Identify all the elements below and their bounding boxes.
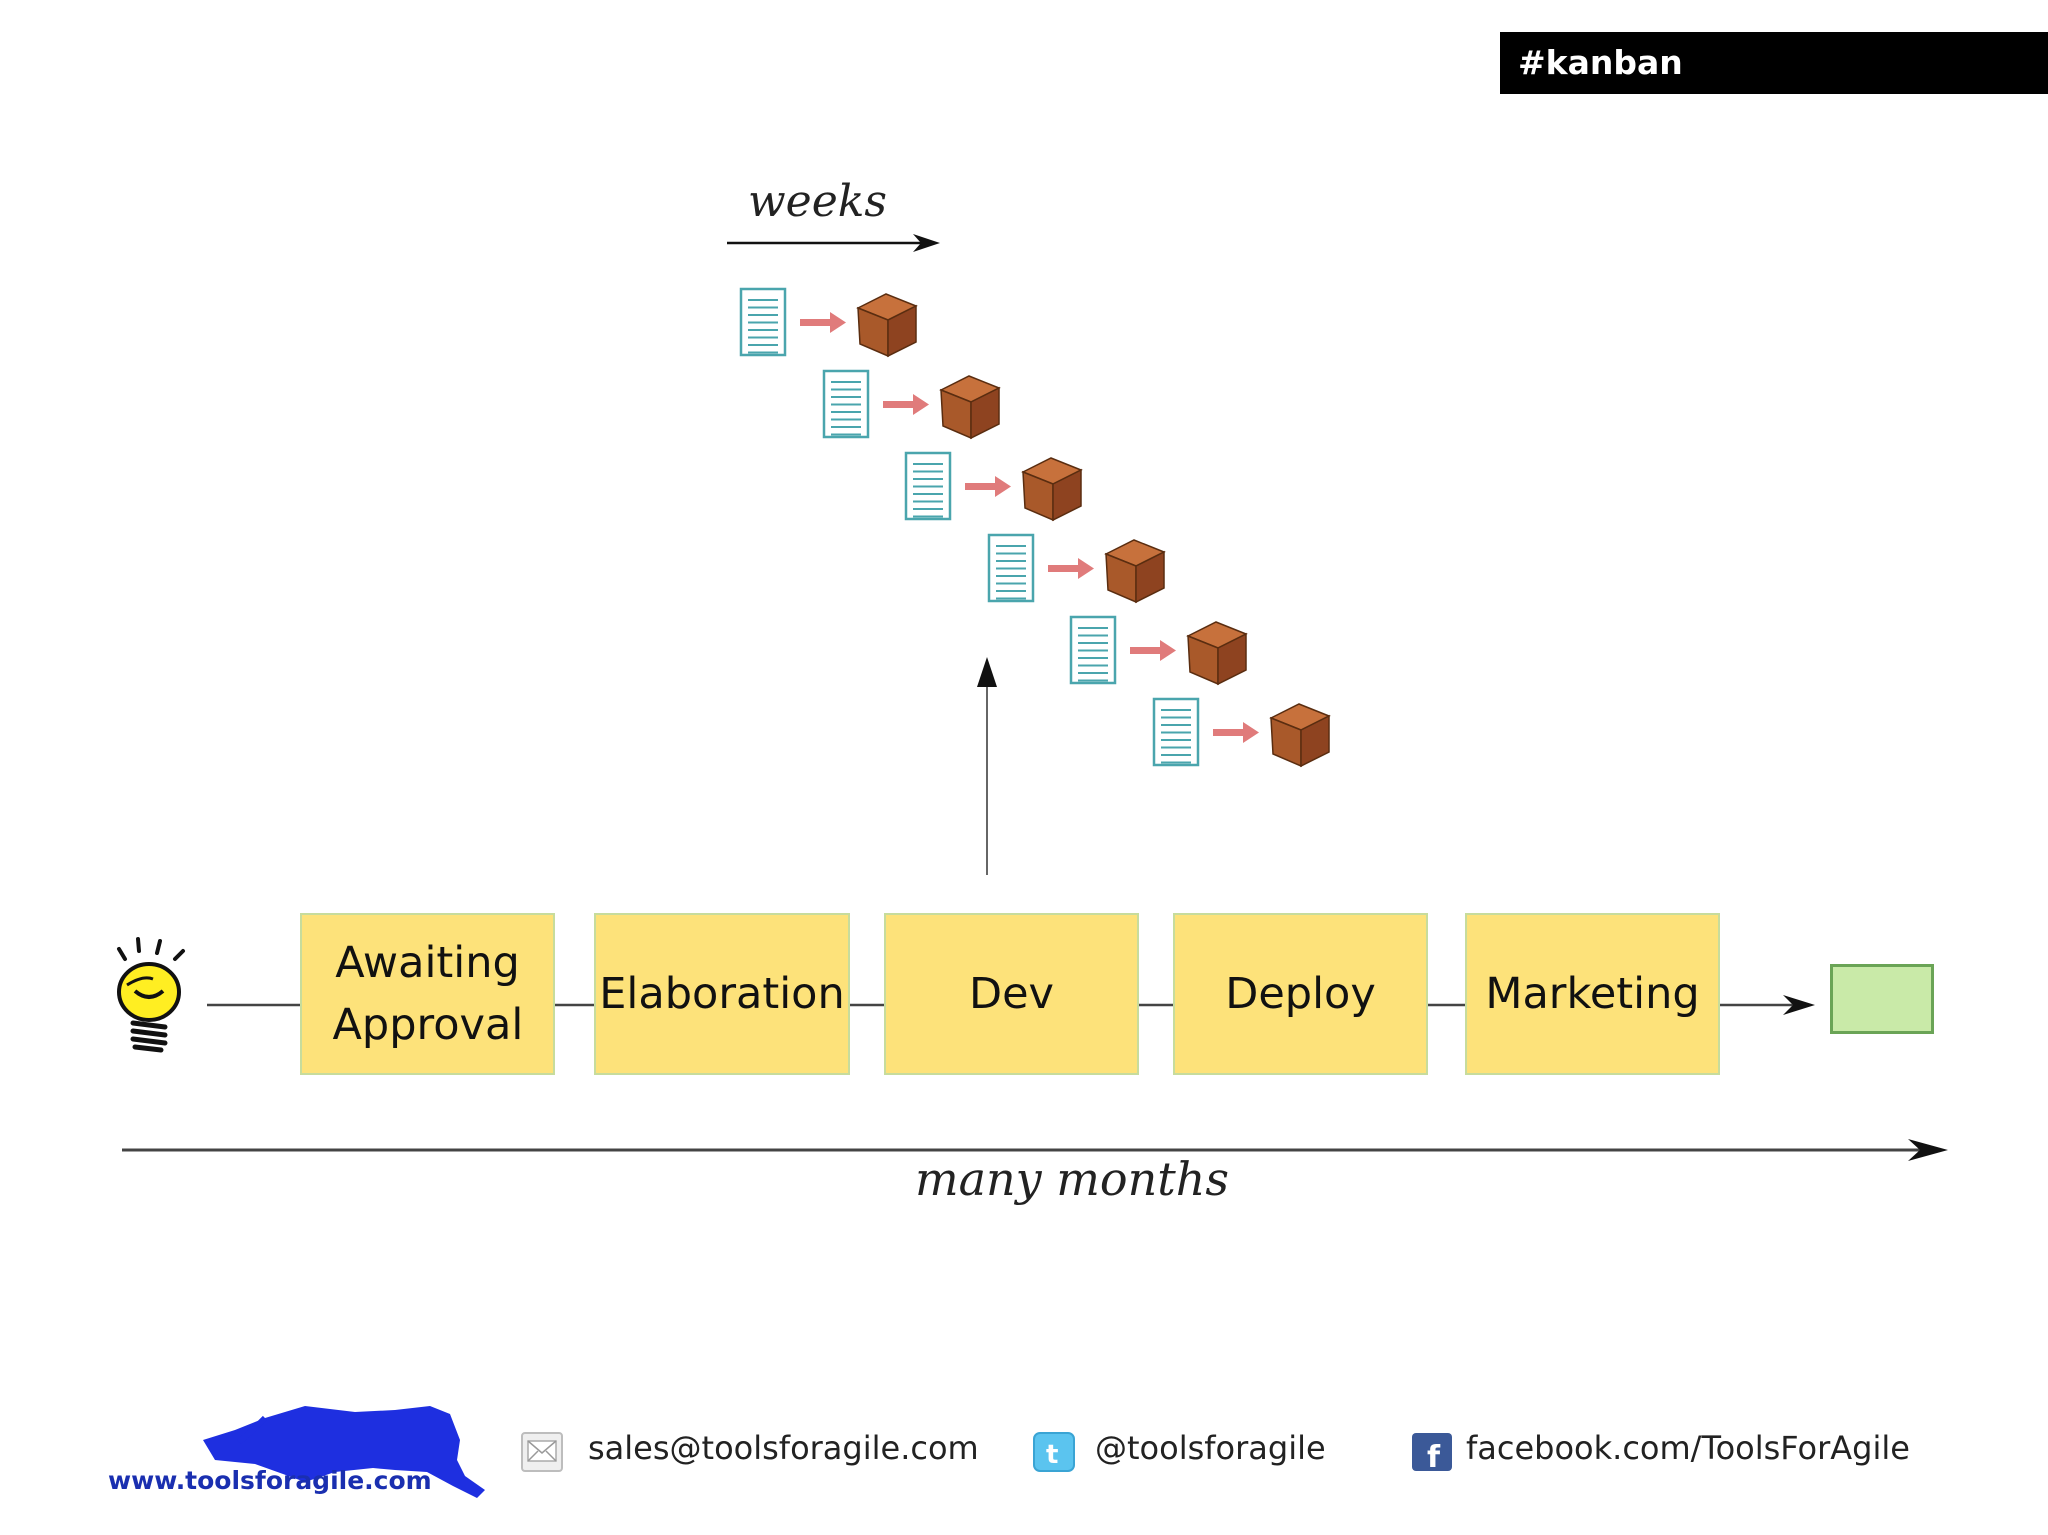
iteration-row bbox=[987, 533, 1166, 604]
iteration-row bbox=[1152, 697, 1331, 768]
svg-text:t: t bbox=[1046, 1440, 1058, 1470]
mail-icon bbox=[521, 1432, 563, 1472]
document-icon bbox=[1152, 697, 1199, 767]
stage-deploy: Deploy bbox=[1173, 913, 1428, 1075]
dev-up-arrow bbox=[977, 657, 997, 875]
website-link[interactable]: www.toolsforagile.com bbox=[108, 1466, 432, 1495]
mini-arrow-icon bbox=[1130, 640, 1176, 661]
facebook-link[interactable]: facebook.com/ToolsForAgile bbox=[1466, 1429, 1910, 1467]
many-months-label: many months bbox=[915, 1152, 1229, 1206]
document-icon bbox=[739, 287, 787, 357]
hashtag-text: #kanban bbox=[1518, 43, 1683, 82]
mini-arrow-icon bbox=[965, 476, 1011, 497]
mini-arrow-icon bbox=[1212, 722, 1259, 743]
cube-icon bbox=[856, 293, 918, 358]
stage-label: Awaiting Approval bbox=[332, 937, 524, 1050]
stage-label: Marketing bbox=[1485, 968, 1700, 1019]
result-box bbox=[1830, 964, 1934, 1034]
stage-label: Dev bbox=[968, 968, 1054, 1019]
document-icon bbox=[822, 369, 869, 439]
iteration-row bbox=[739, 287, 918, 358]
cube-icon bbox=[1103, 539, 1166, 604]
stage-label: Elaboration bbox=[599, 968, 845, 1019]
stage-marketing: Marketing bbox=[1465, 913, 1720, 1075]
document-icon bbox=[904, 451, 952, 521]
cube-icon bbox=[1021, 457, 1083, 522]
stage-dev: Dev bbox=[884, 913, 1139, 1075]
cube-icon bbox=[1186, 621, 1248, 686]
facebook-icon: f bbox=[1412, 1433, 1452, 1473]
iteration-row bbox=[904, 451, 1083, 522]
twitter-link[interactable]: @toolsforagile bbox=[1095, 1429, 1326, 1467]
stage-label: Deploy bbox=[1225, 968, 1376, 1019]
iteration-row bbox=[1069, 615, 1248, 686]
iteration-row bbox=[822, 369, 1001, 440]
hashtag-banner: #kanban bbox=[1500, 32, 2048, 94]
stage-awaiting-approval: Awaiting Approval bbox=[300, 913, 555, 1075]
mini-arrow-icon bbox=[1047, 558, 1094, 579]
timeline-arrow bbox=[122, 1139, 1948, 1161]
panther-logo-icon bbox=[203, 1406, 485, 1498]
mini-arrow-icon bbox=[800, 312, 846, 333]
weeks-label: weeks bbox=[748, 176, 887, 227]
cube-icon bbox=[938, 375, 1001, 440]
stage-elaboration: Elaboration bbox=[594, 913, 850, 1075]
weeks-arrow bbox=[727, 234, 940, 252]
twitter-icon: t bbox=[1033, 1432, 1075, 1472]
svg-text:f: f bbox=[1427, 1440, 1441, 1473]
document-icon bbox=[987, 533, 1034, 603]
mini-arrow-icon bbox=[882, 394, 929, 415]
cube-icon bbox=[1268, 703, 1331, 768]
document-icon bbox=[1069, 615, 1117, 685]
lightbulb-icon bbox=[117, 937, 185, 1053]
email-link[interactable]: sales@toolsforagile.com bbox=[588, 1429, 979, 1467]
